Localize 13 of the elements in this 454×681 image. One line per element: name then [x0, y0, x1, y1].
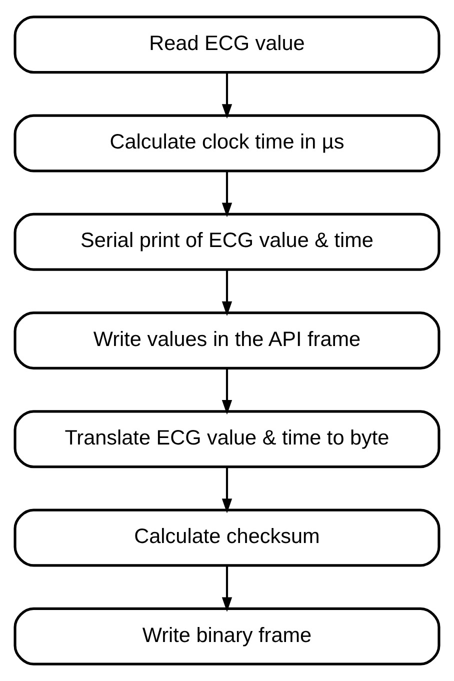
node-box: Translate ECG value & time to byte: [14, 410, 440, 468]
node-box: Calculate clock time in µs: [14, 114, 440, 172]
arrow: [222, 170, 232, 218]
arrow: [222, 72, 232, 119]
node-box: Read ECG value: [14, 16, 440, 74]
node-box: Serial print of ECG value & time: [14, 212, 440, 271]
node-box: Calculate checksum: [14, 508, 440, 567]
arrow: [222, 270, 232, 316]
arrow: [222, 566, 232, 612]
arrow: [222, 368, 232, 415]
node-box: Write values in the API frame: [14, 312, 440, 370]
arrow: [222, 466, 232, 514]
node-box: Write binary frame: [14, 607, 440, 666]
